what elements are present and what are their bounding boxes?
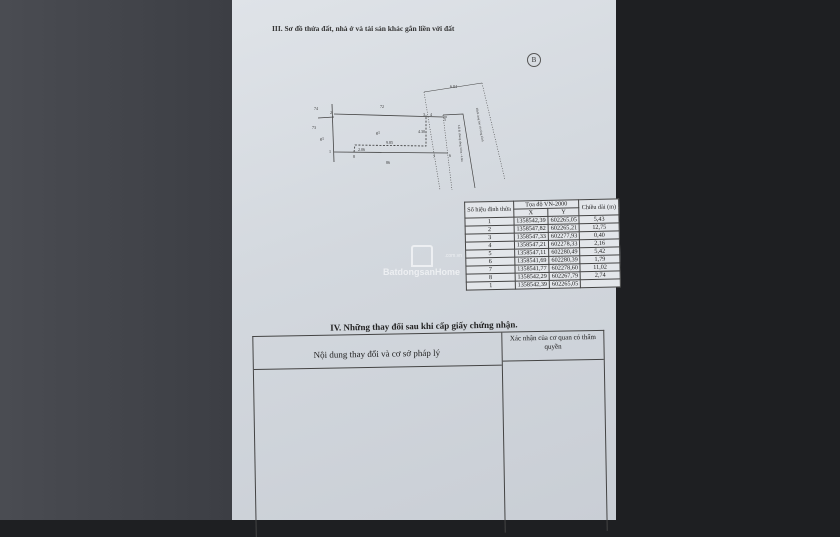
point-1: 1 bbox=[329, 149, 331, 154]
corridor-line-left bbox=[423, 91, 441, 190]
cell-y: 602265,05 bbox=[548, 215, 580, 225]
watermark-domain: .com.vn bbox=[444, 253, 463, 259]
watermark-name: BatdongsanHome bbox=[383, 267, 461, 277]
cell-len bbox=[580, 278, 621, 288]
dim-985: 9.85 bbox=[386, 140, 393, 145]
cell-y: 602278,60 bbox=[549, 263, 581, 273]
cell-y: 602277,93 bbox=[548, 231, 580, 241]
cell-x: 1358547,33 bbox=[514, 232, 549, 242]
changes-table: Nội dung thay đổi và cơ sở pháp lý Xác n… bbox=[252, 329, 608, 537]
parcel-diagram: 72 74 73 g1 g1 86 4.30 9.85 2.06 6.84 2 … bbox=[312, 82, 506, 190]
label-g1-left: g1 bbox=[320, 136, 324, 141]
corridor-line bbox=[442, 114, 453, 190]
dim-top-right: 6.84 bbox=[450, 84, 457, 89]
cell-y: 602265,21 bbox=[548, 223, 580, 233]
cell-y: 602278,33 bbox=[548, 239, 581, 249]
road-label: Lối đi chung rộng 3.0m - 4.0m bbox=[457, 125, 464, 163]
cell-y: 602265,05 bbox=[549, 279, 581, 289]
cell-y: 602280,39 bbox=[548, 255, 581, 265]
corridor-line-right bbox=[481, 82, 506, 181]
point-6: 6 bbox=[449, 153, 451, 158]
point-8: 8 bbox=[353, 154, 355, 159]
header-point: Số hiệu đỉnh thửa bbox=[464, 201, 514, 219]
section3-title: III. Sơ đồ thửa đất, nhà ở và tài sản kh… bbox=[272, 24, 455, 33]
section4: IV. Những thay đổi sau khi cấp giấy chứn… bbox=[252, 314, 608, 537]
cell-point: 1 bbox=[466, 281, 516, 291]
point-3: 3 bbox=[423, 112, 425, 117]
house-logo-icon bbox=[410, 245, 433, 267]
point-5: 5 bbox=[444, 117, 446, 122]
cell-y: 602280,49 bbox=[548, 247, 581, 257]
header-length: Chiều dài (m) bbox=[579, 198, 619, 216]
changes-column: Nội dung thay đổi và cơ sở pháp lý bbox=[253, 332, 506, 537]
label-center: g1 bbox=[376, 130, 380, 135]
left-stub bbox=[317, 116, 335, 119]
watermark: BatdongsanHome .com.vn bbox=[383, 245, 463, 278]
cell-x: 1358542,39 bbox=[515, 280, 550, 290]
corridor-label: Hành lang bảo vệ công trình bbox=[475, 107, 485, 142]
dim-430: 4.30 bbox=[418, 129, 425, 134]
bottom-boundary bbox=[333, 151, 449, 154]
background-left bbox=[0, 0, 232, 520]
cell-x: 1358547,21 bbox=[514, 240, 549, 250]
cell-x: 1358547,11 bbox=[514, 248, 549, 258]
label-73: 73 bbox=[312, 125, 316, 130]
label-74: 74 bbox=[314, 106, 318, 111]
label-72: 72 bbox=[380, 104, 384, 109]
cell-y: 602267,79 bbox=[549, 271, 581, 281]
point-7: 7 bbox=[433, 154, 435, 159]
top-boundary bbox=[333, 113, 447, 118]
cell-x: 1358542,39 bbox=[513, 216, 549, 226]
label-86: 86 bbox=[386, 160, 390, 165]
north-symbol: B bbox=[527, 53, 541, 67]
left-boundary bbox=[331, 103, 335, 163]
house-outline bbox=[353, 115, 427, 153]
dimension-line bbox=[423, 82, 483, 93]
road-boundary bbox=[442, 113, 476, 189]
point-2: 2 bbox=[330, 110, 332, 115]
dim-206: 2.06 bbox=[358, 147, 365, 152]
point-4: 4 bbox=[430, 112, 432, 117]
cell-x: 1358541,69 bbox=[514, 256, 550, 266]
changes-header: Nội dung thay đổi và cơ sở pháp lý bbox=[313, 347, 441, 360]
coordinate-table: Số hiệu đỉnh thửa Tọa độ VN-2000 Chiều d… bbox=[464, 198, 621, 291]
cell-x: 1358541,77 bbox=[514, 264, 550, 274]
authority-header: Xác nhận của cơ quan có thẩm quyền bbox=[502, 330, 604, 362]
cell-x: 1358542,29 bbox=[514, 272, 550, 282]
cell-x: 1358547,82 bbox=[513, 224, 549, 234]
